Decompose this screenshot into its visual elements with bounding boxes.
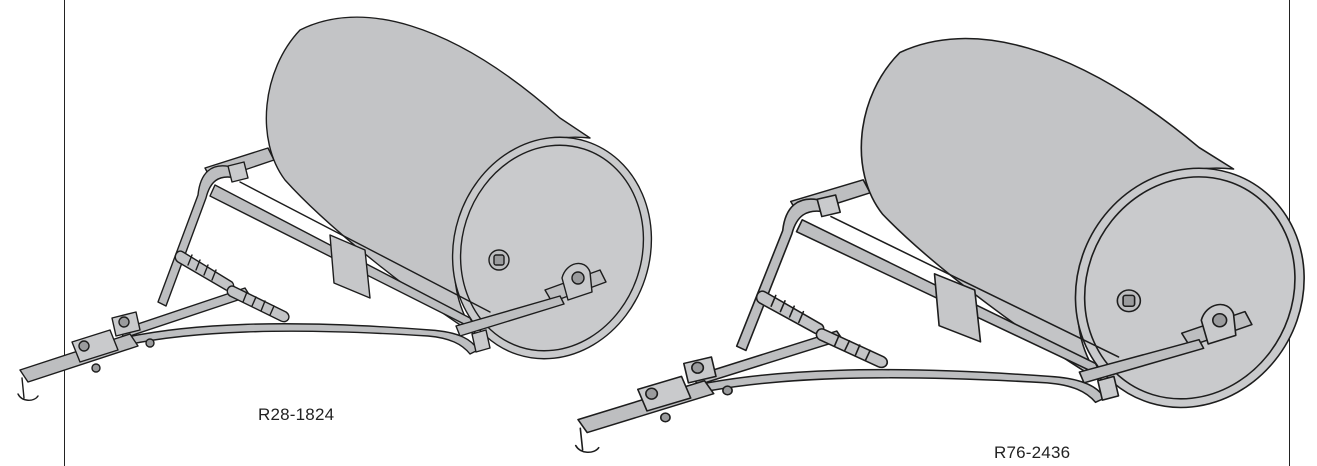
model-label-right: R76-2436 xyxy=(994,443,1071,462)
left-border-line xyxy=(64,0,65,466)
roller-small-illustration xyxy=(17,16,681,401)
model-label-left: R28-1824 xyxy=(258,405,335,424)
roller-large-illustration xyxy=(574,37,1317,454)
